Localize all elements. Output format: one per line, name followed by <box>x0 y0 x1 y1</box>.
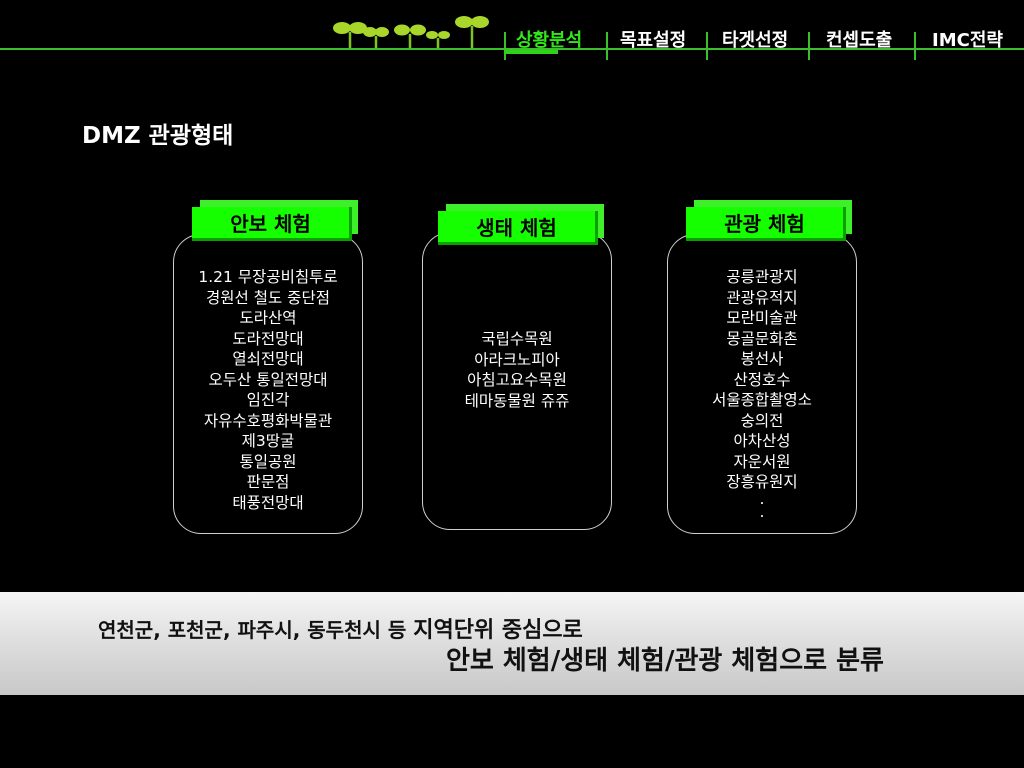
card-ecology-experience: 국립수목원 아라크노피아 아침고요수목원 테마동물원 쥬쥬 <box>422 232 612 530</box>
list-item: 산정호수 <box>733 370 791 389</box>
summary-line-1-emphasis: 지역단위 중심으로 <box>413 618 583 643</box>
list-item: . <box>759 489 765 508</box>
sprout-decoration-icon <box>333 16 489 48</box>
nav-tab-situation-analysis[interactable]: 상황분석 <box>516 30 583 51</box>
list-item: 제3땅굴 <box>241 432 295 450</box>
summary-line-1: 연천군, 포천군, 파주시, 동두천시 등 지역단위 중심으로 <box>98 612 583 644</box>
card-title-ecology: 생태 체험 <box>438 211 598 245</box>
summary-band <box>0 592 1024 695</box>
card-item-list: 공릉관광지 관광유적지 모란미술관 몽골문화촌 봉선사 산정호수 서울종합촬영소… <box>668 267 856 519</box>
list-item: 판문점 <box>246 473 290 491</box>
list-item: 모란미술관 <box>726 309 798 327</box>
list-item: 통일공원 <box>239 452 297 471</box>
card-title-tourism: 관광 체험 <box>686 207 846 241</box>
list-item: 관광유적지 <box>726 288 798 307</box>
list-item: 장흥유원지 <box>726 473 798 491</box>
nav-tab-goal-setting[interactable]: 목표설정 <box>620 30 687 51</box>
list-item: 임진각 <box>246 391 290 409</box>
card-item-list: 국립수목원 아라크노피아 아침고요수목원 테마동물원 쥬쥬 <box>423 329 611 411</box>
summary-line-2: 안보 체험/생태 체험/관광 체험으로 분류 <box>446 646 884 676</box>
list-item: 도라전망대 <box>232 329 304 348</box>
list-item: 태풍전망대 <box>232 493 304 512</box>
list-item: 서울종합촬영소 <box>712 391 812 409</box>
list-item: 1.21 무장공비침투로 <box>198 268 338 286</box>
nav-tab-concept-derivation[interactable]: 컨셉도출 <box>826 30 893 51</box>
list-item: 아라크노피아 <box>474 350 560 369</box>
nav-tab-target-selection[interactable]: 타겟선정 <box>722 30 789 51</box>
list-item: 봉선사 <box>740 350 784 368</box>
card-security-experience: 1.21 무장공비침투로 경원선 철도 중단점 도라산역 도라전망대 열쇠전망대… <box>173 234 363 534</box>
list-item: 국립수목원 <box>481 330 553 348</box>
list-item: 공릉관광지 <box>726 268 798 286</box>
list-item: 아차산성 <box>733 432 791 450</box>
nav-separator <box>606 32 608 60</box>
card-tourism-experience: 공릉관광지 관광유적지 모란미술관 몽골문화촌 봉선사 산정호수 서울종합촬영소… <box>667 234 857 534</box>
card-item-list: 1.21 무장공비침투로 경원선 철도 중단점 도라산역 도라전망대 열쇠전망대… <box>174 267 362 513</box>
nav-active-indicator <box>504 50 558 54</box>
nav-separator <box>706 32 708 60</box>
list-item: 아침고요수목원 <box>467 371 567 389</box>
list-item: 테마동물원 쥬쥬 <box>464 391 570 410</box>
list-item: 경원선 철도 중단점 <box>206 288 330 307</box>
list-item: 숭의전 <box>740 411 784 430</box>
nav-separator <box>914 32 916 60</box>
list-item: . <box>759 502 765 521</box>
summary-line-1-prefix: 연천군, 포천군, 파주시, 동두천시 등 <box>98 618 414 642</box>
nav-separator <box>808 32 810 60</box>
page-title: DMZ 관광형태 <box>82 123 234 149</box>
header-divider-line <box>0 48 1024 50</box>
list-item: 오두산 통일전망대 <box>208 370 328 389</box>
nav-tab-imc-strategy[interactable]: IMC전략 <box>932 30 1003 51</box>
list-item: 도라산역 <box>239 309 297 327</box>
list-item: 자운서원 <box>733 452 791 471</box>
card-title-security: 안보 체험 <box>192 207 352 241</box>
list-item: 몽골문화촌 <box>726 329 798 348</box>
list-item: 자유수호평화박물관 <box>203 411 333 430</box>
list-item: 열쇠전망대 <box>232 350 304 368</box>
nav-separator <box>504 32 506 60</box>
